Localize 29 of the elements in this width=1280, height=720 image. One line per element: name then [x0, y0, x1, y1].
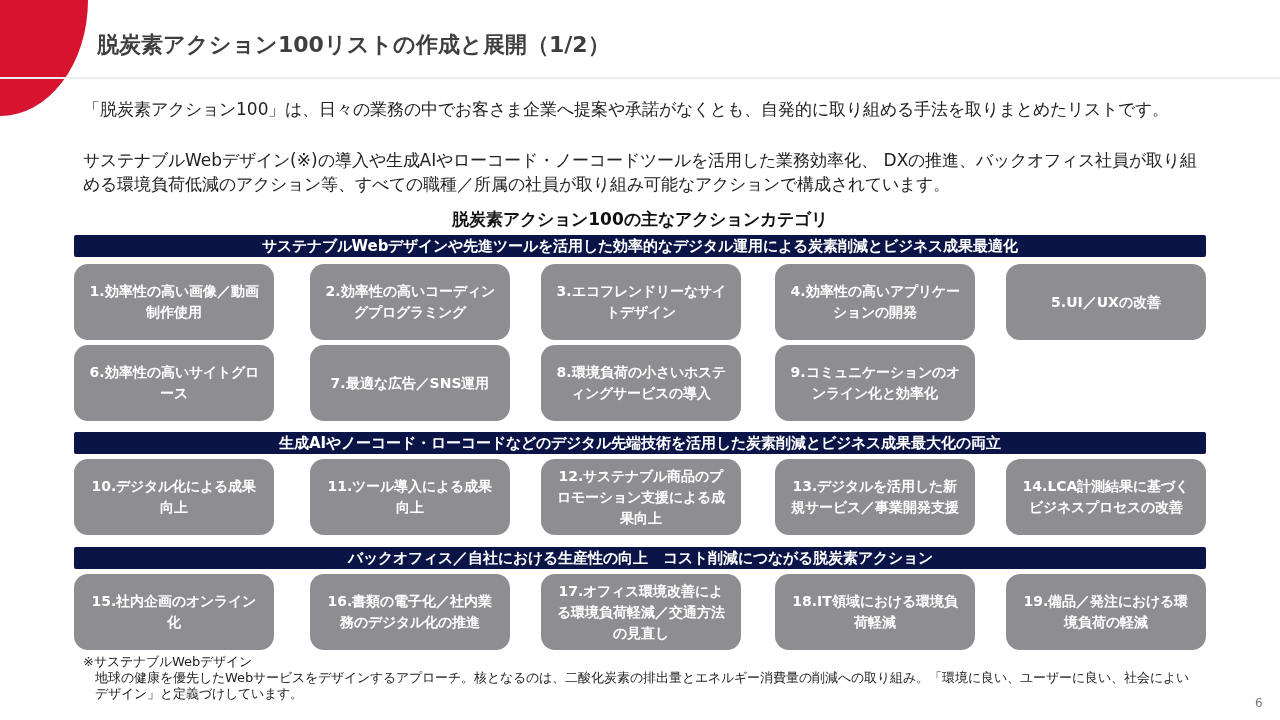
category-box: 18.IT領域における環境負荷軽減	[775, 574, 975, 650]
slide-title: 脱炭素アクション100リストの作成と展開（1/2）	[97, 31, 610, 59]
category-box: 19.備品／発注における環境負荷の軽減	[1006, 574, 1206, 650]
category-box: 13.デジタルを活用した新規サービス／事業開発支援	[775, 459, 975, 535]
category-box: 14.LCA計測結果に基づくビジネスプロセスの改善	[1006, 459, 1206, 535]
section-header-bar: バックオフィス／自社における生産性の向上 コスト削減につながる脱炭素アクション	[74, 547, 1206, 569]
page-number: 6	[1255, 696, 1264, 710]
intro-paragraph: 「脱炭素アクション100」は、日々の業務の中でお客さま企業へ提案や承諾がなくとも、自発的に取り組める手法を取りまとめたリストです。	[83, 98, 1171, 121]
category-box: 9.コミュニケーションのオンライン化と効率化	[775, 345, 975, 421]
section-header-bar: サステナブルWebデザインや先進ツールを活用した効率的なデジタル運用による炭素削減とビジネス成果最適化	[74, 235, 1206, 257]
category-box: 4.効率性の高いアプリケーションの開発	[775, 264, 975, 340]
intro-paragraph: サステナブルWebデザイン(※)の導入や生成AIやローコード・ノーコードツールを活用した業務効率化、 DXの推進、バックオフィス社員が取り組める環境負荷低減のアクション等、すべての職種／所属の社員が取り組み可能なアクションで構成されています。	[83, 149, 1199, 196]
category-box: 7.最適な広告／SNS運用	[310, 345, 510, 421]
category-box: 6.効率性の高いサイトグロース	[74, 345, 274, 421]
category-box: 8.環境負荷の小さいホスティングサービスの導入	[541, 345, 741, 421]
category-box: 2.効率性の高いコーディングプログラミング	[310, 264, 510, 340]
footnote-heading: ※サステナブルWebデザイン	[83, 654, 254, 670]
category-box: 15.社内企画のオンライン化	[74, 574, 274, 650]
category-box: 3.エコフレンドリーなサイトデザイン	[541, 264, 741, 340]
category-box: 1.効率性の高い画像／動画制作使用	[74, 264, 274, 340]
section-header-bar: 生成AIやノーコード・ローコードなどのデジタル先端技術を活用した炭素削減とビジネス成果最大化の両立	[74, 432, 1206, 454]
category-box: 5.UI／UXの改善	[1006, 264, 1206, 340]
footnote-text: 地球の健康を優先したWebサービスをデザインするアプローチ。核となるのは、二酸化炭素の排出量とエネルギー消費量の削減への取り組み。「環境に良い、ユーザーに良い、社会によいデザイン」と定義づけしています。	[95, 670, 1191, 702]
category-box: 10.デジタル化による成果向上	[74, 459, 274, 535]
category-box: 16.書類の電子化／社内業務のデジタル化の推進	[310, 574, 510, 650]
category-box: 17.オフィス環境改善による環境負荷軽減／交通方法の見直し	[541, 574, 741, 650]
category-box: 12.サステナブル商品のプロモーション支援による成果向上	[541, 459, 741, 535]
category-box: 11.ツール導入による成果向上	[310, 459, 510, 535]
section-heading: 脱炭素アクション100の主なアクションカテゴリ	[451, 208, 829, 231]
